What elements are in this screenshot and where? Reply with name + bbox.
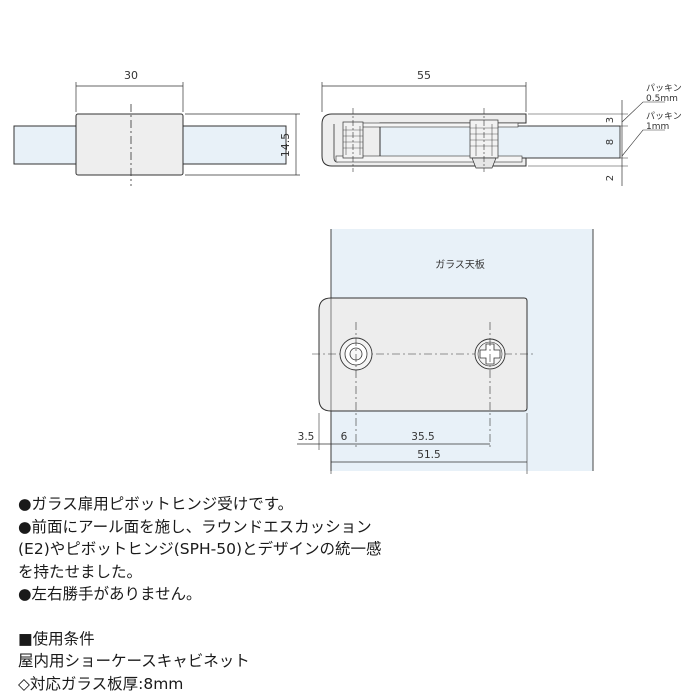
glass-thickness-text: ◇対応ガラス板厚:8mm bbox=[18, 674, 184, 693]
section-view: 55 3 8 2 パッキン 0.5mm パッキン 1mm bbox=[321, 69, 682, 186]
conditions-text: 屋内用ショーケースキャビネット bbox=[18, 652, 250, 670]
packing-1-leader bbox=[621, 101, 665, 123]
top-width-label: 55 bbox=[417, 69, 431, 82]
packing-2-label: パッキン bbox=[646, 111, 682, 122]
gap-bottom-label: 2 bbox=[605, 175, 616, 181]
packing-1-label: パッキン bbox=[646, 83, 682, 94]
product-description: ●ガラス扉用ピボットヒンジ受けです。 ●前面にアール面を施し、ラウンドエスカッシ… bbox=[18, 493, 688, 695]
hinge-plate bbox=[318, 297, 528, 412]
side-view: 30 14.5 bbox=[13, 69, 300, 186]
plan-view: ガラス天板 3.5 6 35.5 51.5 bbox=[297, 229, 594, 474]
side-view-hinge-block bbox=[75, 113, 184, 176]
feature-line-4: を持たせました。 bbox=[18, 562, 143, 581]
glass-thickness-label: 8 bbox=[605, 139, 616, 145]
feature-line-5: ●左右勝手がありません。 bbox=[18, 585, 202, 603]
technical-drawing: 30 14.5 bbox=[13, 69, 682, 474]
hole-pitch-label: 35.5 bbox=[411, 431, 434, 443]
plate-length-label: 51.5 bbox=[417, 449, 440, 461]
feature-line-1: ●ガラス扉用ピボットヒンジ受けです。 bbox=[18, 495, 294, 513]
conditions-heading: ■使用条件 bbox=[18, 629, 95, 648]
offset-1-label: 3.5 bbox=[298, 431, 315, 443]
packing-2-value: 1mm bbox=[646, 122, 669, 132]
side-height-label: 14.5 bbox=[279, 133, 292, 158]
feature-line-3: (E2)やピボットヒンジ(SPH-50)とデザインの統一感 bbox=[18, 540, 382, 558]
packing-1-value: 0.5mm bbox=[646, 94, 678, 104]
gap-top-label: 3 bbox=[605, 117, 616, 123]
feature-line-2: ●前面にアール面を施し、ラウンドエスカッション bbox=[18, 517, 372, 536]
side-width-label: 30 bbox=[124, 69, 138, 82]
packing-2-leader bbox=[621, 129, 665, 157]
offset-2-label: 6 bbox=[341, 431, 348, 443]
glass-label: ガラス天板 bbox=[435, 258, 485, 271]
packing-bottom-strip bbox=[335, 155, 523, 163]
spacer bbox=[18, 606, 688, 628]
